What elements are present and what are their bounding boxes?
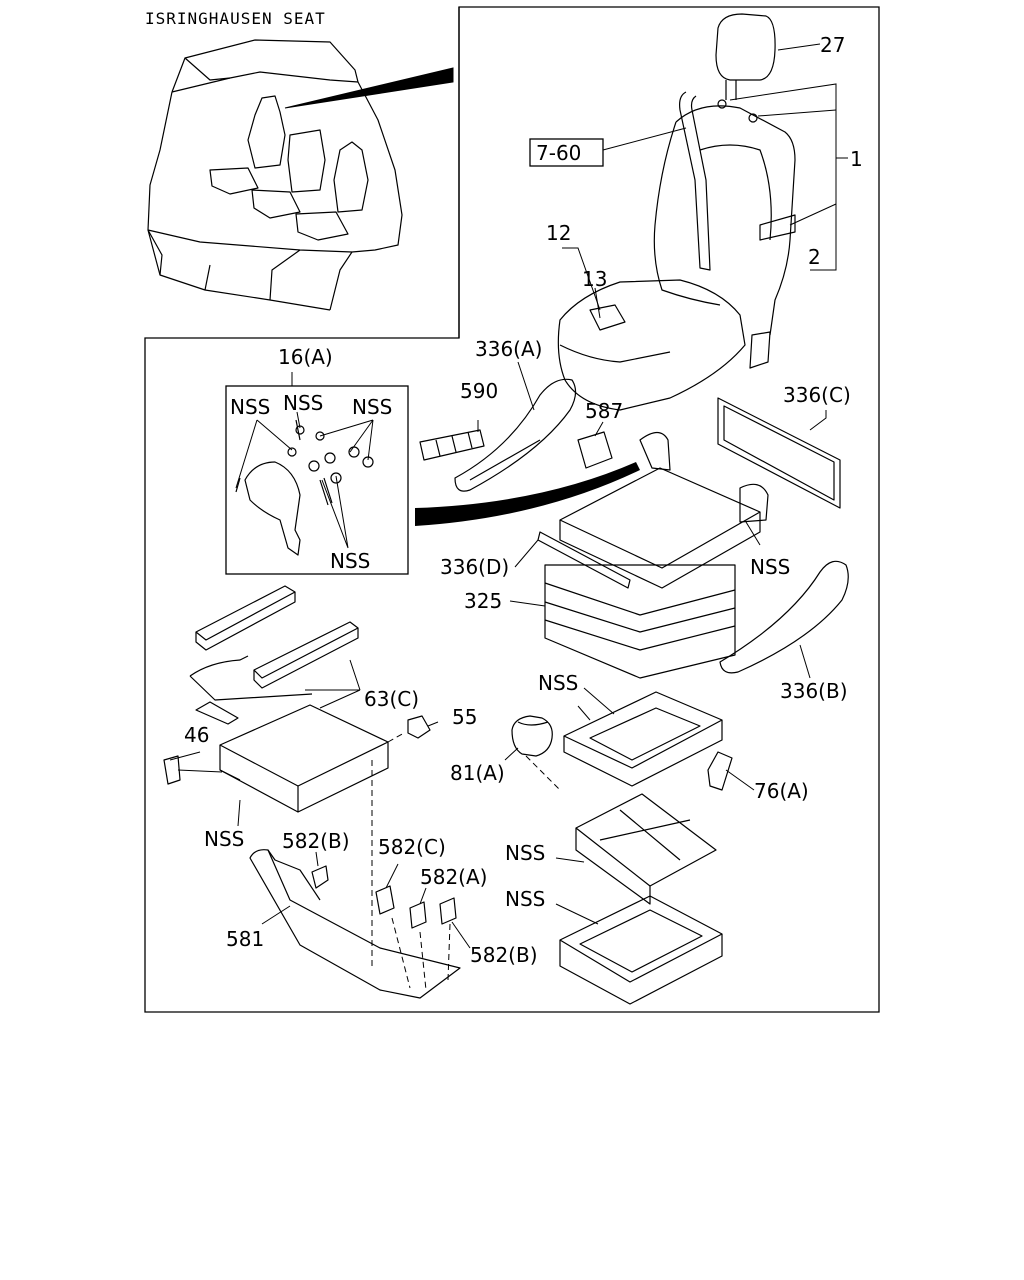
callout-2: 2 [808,245,821,269]
callout-46: 46 [184,723,209,747]
label-inset-nss-2: NSS [283,391,323,415]
inset-box-16a [225,385,409,575]
callout-12: 12 [546,221,571,245]
label-inset-nss-4: NSS [330,549,370,573]
callout-base-nss: NSS [538,671,578,695]
callout-81a: 81(A) [450,761,505,785]
leader-lines-lower-right [504,687,755,925]
callout-336c: 336(C) [783,383,851,407]
callout-590: 590 [460,379,498,403]
seat-middle-illustration [415,378,849,679]
leader-lines-upper [562,43,848,319]
label-16a: 16(A) [278,345,333,369]
seat-lower-left-illustration [163,585,461,999]
callout-scissor-nss: NSS [505,841,545,865]
callout-box-7-60 [529,138,604,167]
callout-581: 581 [226,927,264,951]
callout-325: 325 [464,589,502,613]
seat-upper-illustration [557,13,796,411]
callout-plate-nss: NSS [204,827,244,851]
diagram-title: ISRINGHAUSEN SEAT [145,9,326,28]
callout-55: 55 [452,705,477,729]
callout-582b-top: 582(B) [282,829,350,853]
callout-336b: 336(B) [780,679,848,703]
callout-336a: 336(A) [475,337,542,361]
callout-63c: 63(C) [364,687,419,711]
callout-frame-bottom-nss: NSS [505,887,545,911]
callout-frame-nss: NSS [750,555,790,579]
callout-582a: 582(A) [420,865,487,889]
callout-76a: 76(A) [754,779,809,803]
cab-overview-illustration [147,39,454,311]
callout-336d: 336(D) [440,555,509,579]
seat-lower-right-illustration [511,691,733,1005]
callout-587: 587 [585,399,623,423]
inset-labels: 16(A) NSS NSS NSS NSS [230,345,392,573]
callout-27: 27 [820,33,845,57]
callout-582c: 582(C) [378,835,446,859]
part-callouts: 27 7-60 1 2 12 13 336(A) 590 587 336(C) … [184,33,863,967]
callout-7-60: 7-60 [536,141,581,165]
inset-16a-illustration [235,411,374,556]
label-inset-nss-1: NSS [230,395,270,419]
label-inset-nss-3: NSS [352,395,392,419]
callout-1: 1 [850,147,863,171]
leader-lines-lower-left [169,659,471,949]
callout-582b-bottom: 582(B) [470,943,538,967]
diagram-frames [144,6,880,1013]
callout-13: 13 [582,267,607,291]
leader-lines-middle [509,361,827,679]
